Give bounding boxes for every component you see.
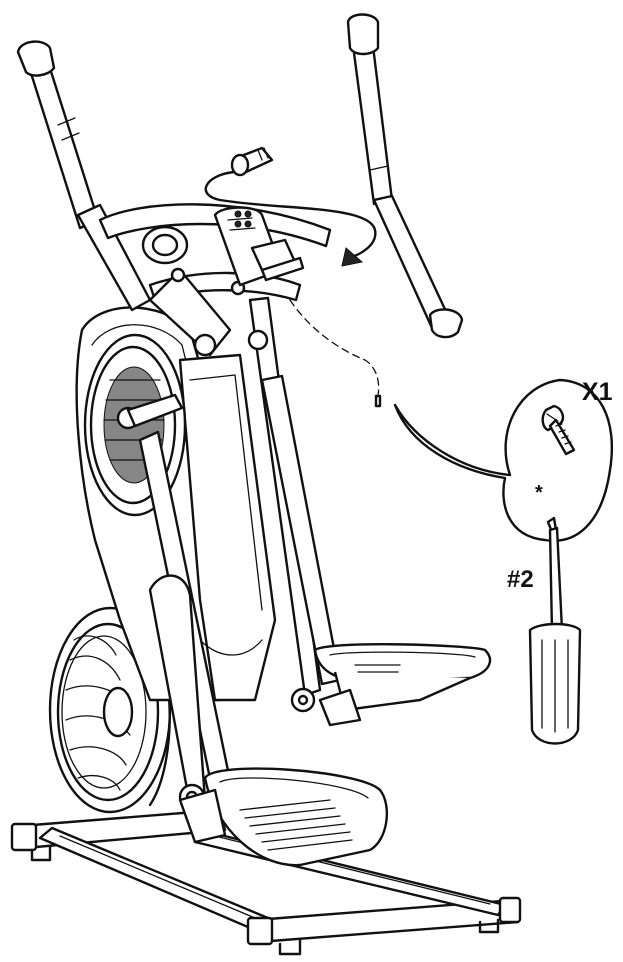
asterisk-mark: * [535, 482, 543, 504]
arrow-head [341, 247, 364, 267]
handlebars [16, 13, 464, 357]
tool-size-label: #2 [507, 566, 534, 593]
right-grip-cap [346, 13, 380, 56]
rear-foot-right [498, 896, 522, 924]
screw-icon [541, 404, 576, 456]
screw-path [289, 299, 380, 396]
left-pedal [178, 767, 388, 867]
console [213, 206, 305, 287]
left-grip-cap [16, 40, 56, 77]
screwdriver-icon [528, 516, 582, 745]
quantity-label: X1 [582, 378, 613, 406]
rear-foot-left [246, 916, 274, 946]
right-pedal [313, 643, 492, 727]
small-screw [374, 394, 382, 408]
callout-bubble [393, 378, 614, 542]
knob-icon [204, 146, 377, 267]
front-foot-left [10, 822, 38, 852]
